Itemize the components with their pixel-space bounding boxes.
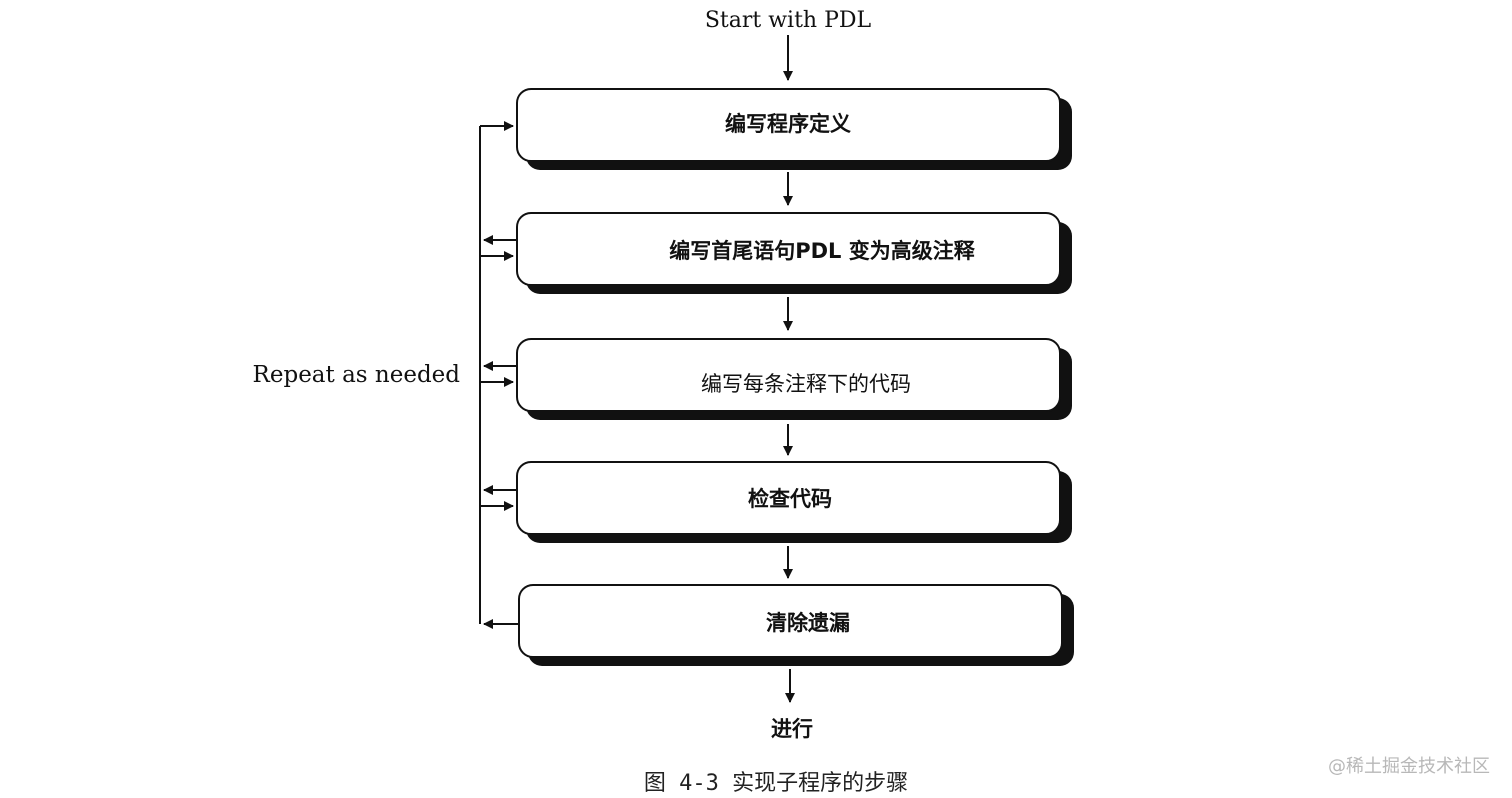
start-label: Start with PDL — [705, 8, 872, 33]
figure-caption: 图 4-3 实现子程序的步骤 — [643, 771, 909, 796]
step-label-1: 编写程序定义 — [725, 112, 851, 136]
repeat-label: Repeat as needed — [253, 362, 461, 388]
step-label-5: 清除遗漏 — [766, 611, 850, 635]
step-label-3: 编写每条注释下的代码 — [701, 372, 911, 396]
step-label-4: 检查代码 — [748, 487, 832, 511]
step-box-3: 编写每条注释下的代码 — [516, 338, 1072, 420]
step-box-2: 编写首尾语句PDL 变为高级注释 — [516, 212, 1072, 294]
step-label-2: 编写首尾语句PDL 变为高级注释 — [669, 239, 976, 263]
step-box-4: 检查代码 — [516, 461, 1072, 543]
end-label: 进行 — [771, 717, 813, 741]
watermark: @稀土掘金技术社区 — [1328, 756, 1490, 777]
step-box-1: 编写程序定义 — [516, 88, 1072, 170]
step-box-5: 清除遗漏 — [518, 584, 1074, 666]
